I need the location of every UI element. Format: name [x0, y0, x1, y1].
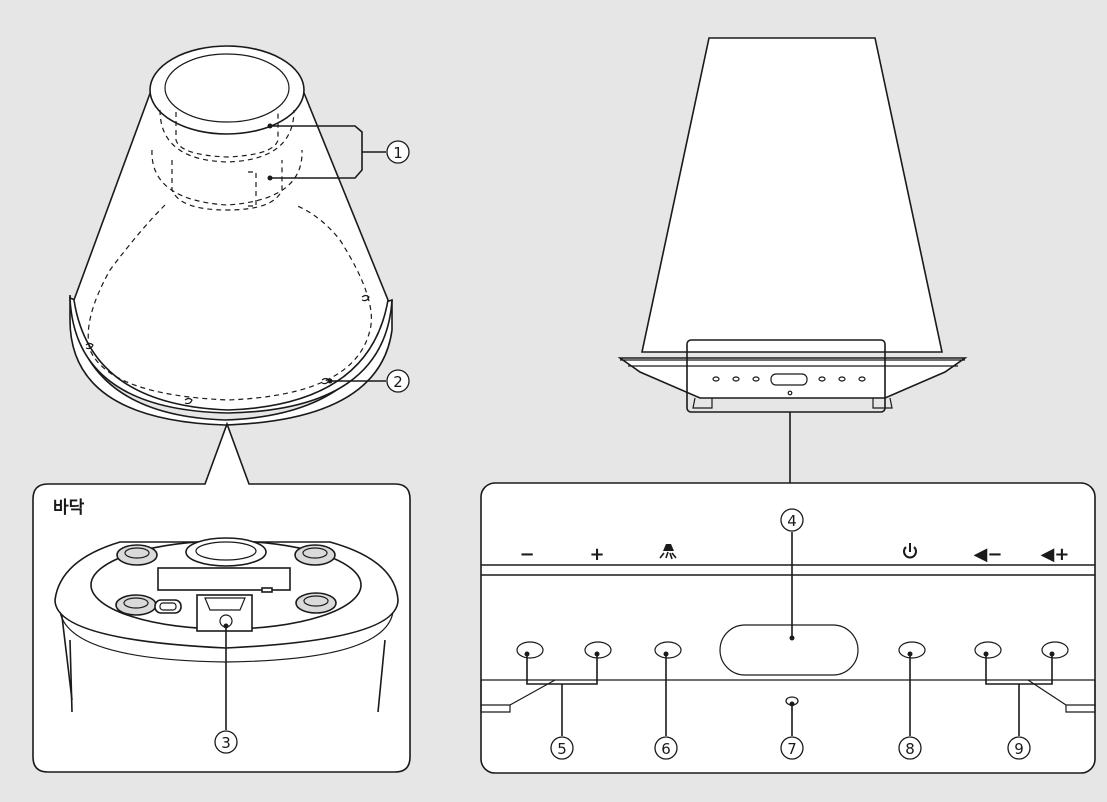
- callout-8: 8: [898, 736, 922, 760]
- plus-symbol: +: [589, 544, 604, 565]
- svg-text:5: 5: [557, 740, 567, 758]
- volume-down-symbol: ◀−: [974, 544, 1003, 565]
- callout-5: 5: [550, 736, 574, 760]
- light-icon: [659, 544, 677, 560]
- bottom-view-label: 바닥: [53, 498, 85, 518]
- minus-symbol: −: [519, 544, 534, 565]
- svg-text:8: 8: [905, 740, 915, 758]
- front-view: [617, 37, 968, 483]
- callout-1: 1: [386, 140, 410, 164]
- callout-3: 3: [214, 730, 238, 754]
- callout-6: 6: [654, 736, 678, 760]
- cone-speaker-view: [69, 45, 393, 426]
- callout-4: 4: [780, 508, 804, 532]
- bottom-view-inset: 바닥: [32, 421, 411, 773]
- svg-text:6: 6: [661, 740, 671, 758]
- callout-7: 7: [780, 736, 804, 760]
- svg-text:7: 7: [787, 740, 797, 758]
- callout-2: 2: [386, 369, 410, 393]
- volume-up-symbol: ◀+: [1041, 544, 1070, 565]
- svg-text:9: 9: [1014, 740, 1024, 758]
- control-panel-zoom: [480, 482, 1096, 774]
- svg-text:1: 1: [393, 144, 403, 162]
- callout-9: 9: [1007, 736, 1031, 760]
- svg-text:3: 3: [221, 734, 231, 752]
- svg-text:2: 2: [393, 373, 403, 391]
- power-icon: [903, 543, 917, 559]
- svg-text:4: 4: [787, 512, 797, 530]
